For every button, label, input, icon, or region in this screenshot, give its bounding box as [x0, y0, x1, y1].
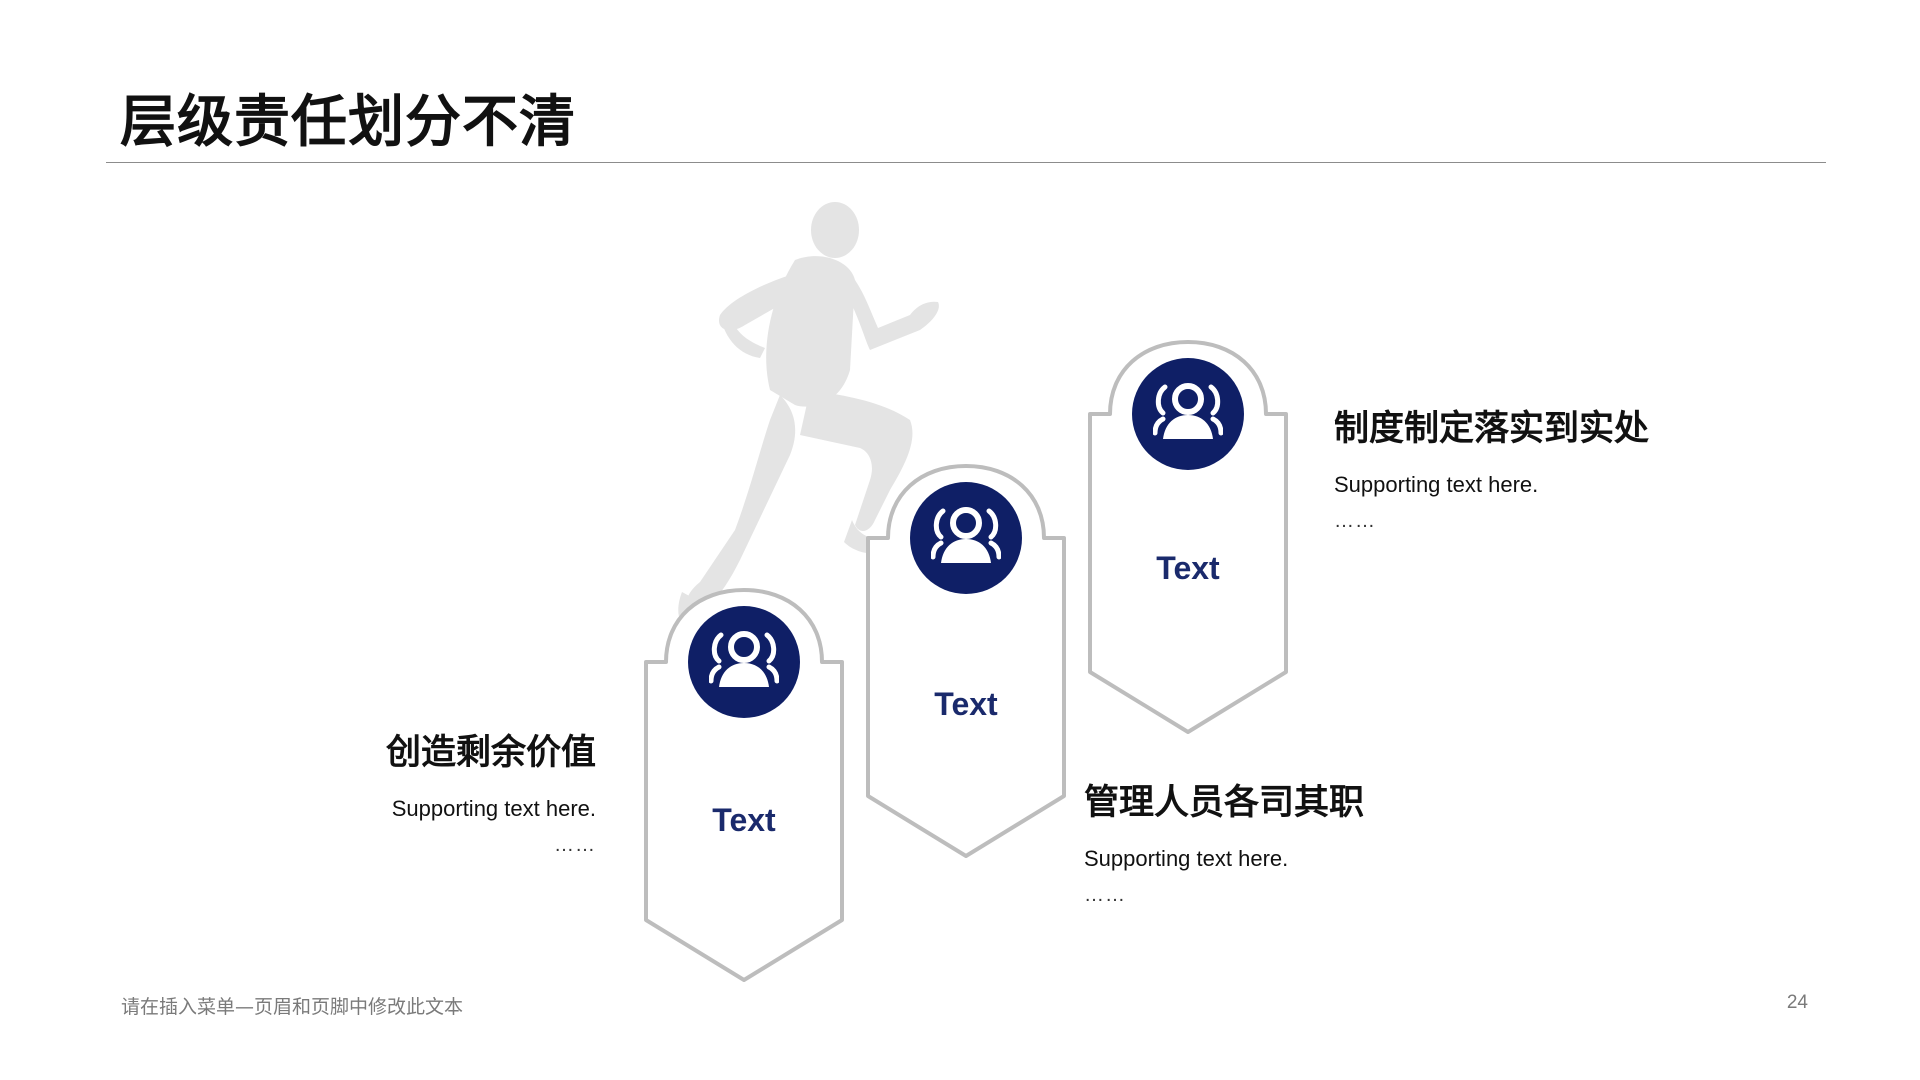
step-label-3: Text — [1156, 550, 1220, 586]
step-heading-1: 创造剩余价值 — [385, 733, 596, 773]
running-person-icon — [678, 202, 939, 630]
step-badge-3: Text — [1088, 340, 1288, 736]
step-text-2: 管理人员各司其职 Supporting text here. …… — [1084, 780, 1404, 907]
step-text-1: 创造剩余价值 Supporting text here. …… — [276, 730, 596, 857]
step-badge-1: Text — [644, 588, 844, 984]
step-label-2: Text — [934, 686, 998, 722]
step-badge-2: Text — [866, 464, 1066, 860]
page-number: 24 — [1786, 992, 1808, 1013]
step-heading-2: 管理人员各司其职 — [1084, 783, 1365, 823]
step-ellipsis-1: …… — [554, 834, 596, 856]
title-divider — [106, 162, 1826, 163]
step-ellipsis-2: …… — [1084, 884, 1126, 906]
people-group-icon — [1132, 358, 1244, 470]
step-label-1: Text — [712, 802, 776, 838]
people-group-icon — [688, 606, 800, 718]
step-support-3: Supporting text here. — [1334, 472, 1539, 497]
step-support-1: Supporting text here. — [391, 796, 596, 821]
step-ellipsis-3: …… — [1334, 510, 1376, 532]
step-text-3: 制度制定落实到实处 Supporting text here. …… — [1334, 406, 1654, 533]
people-group-icon — [910, 482, 1022, 594]
page-title: 层级责任划分不清 — [120, 90, 576, 155]
step-heading-3: 制度制定落实到实处 — [1334, 409, 1650, 449]
footer-text: 请在插入菜单—页眉和页脚中修改此文本 — [121, 996, 464, 1018]
step-support-2: Supporting text here. — [1084, 846, 1289, 871]
